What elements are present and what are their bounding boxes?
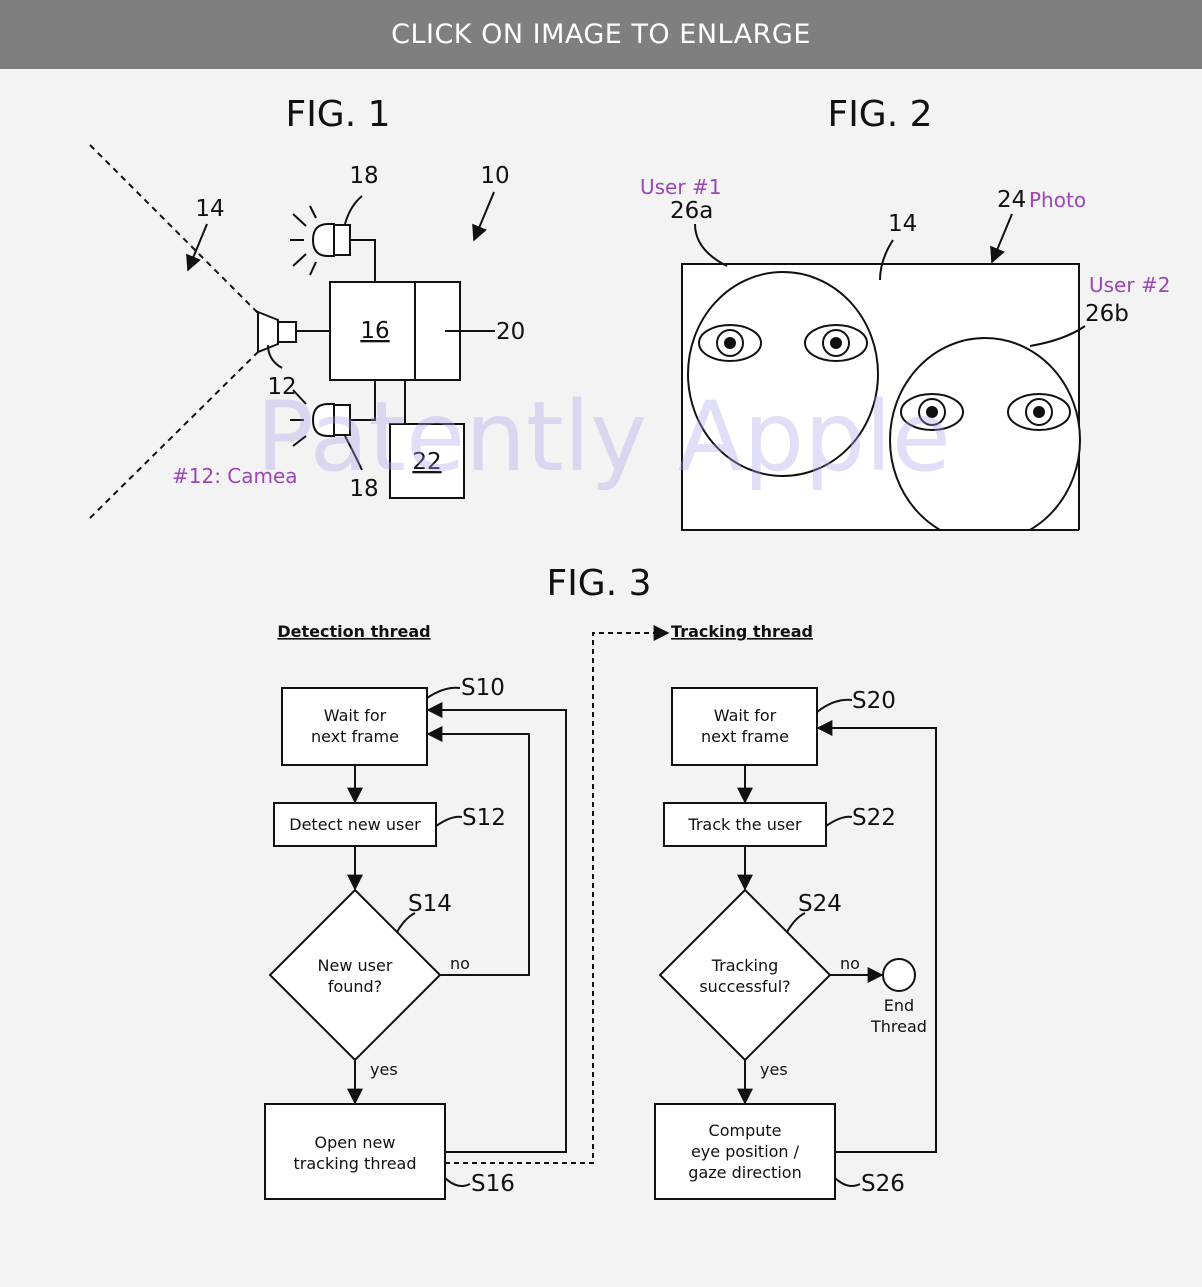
s20-id: S20 xyxy=(852,688,896,714)
watermark: Patently Apple xyxy=(256,381,951,493)
s26-box xyxy=(654,1103,836,1200)
s12-label: Detect new user xyxy=(289,815,421,834)
ref-22: 22 xyxy=(412,449,441,475)
bottom-illuminator-icon xyxy=(290,389,351,447)
s20-line1: Wait for xyxy=(714,706,777,725)
s24-no: no xyxy=(840,954,860,973)
storage-box xyxy=(389,423,465,499)
fov-upper-line xyxy=(89,144,259,314)
s24-id: S24 xyxy=(798,891,842,917)
user1-face xyxy=(687,271,879,477)
ref-26b: 26b xyxy=(1085,301,1129,327)
s26-line1: Compute xyxy=(709,1121,782,1140)
s16-line1: Open new xyxy=(315,1133,396,1152)
user2-annotation: User #2 xyxy=(1089,273,1170,297)
ref-10: 10 xyxy=(480,163,509,189)
fig1: FIG. 1 16 20 18 xyxy=(89,94,525,519)
ref-18-bottom: 18 xyxy=(349,476,378,502)
end-thread-node xyxy=(882,958,916,992)
s24-line1: Tracking xyxy=(711,956,779,975)
s26-line3: gaze direction xyxy=(688,1163,801,1182)
s12-id: S12 xyxy=(462,805,506,831)
s26-id: S26 xyxy=(861,1171,905,1197)
s10-line2: next frame xyxy=(311,727,399,746)
s10-id: S10 xyxy=(461,675,505,701)
s26-line2: eye position / xyxy=(691,1142,800,1161)
fov-lower-line xyxy=(89,351,259,519)
fig3: FIG. 3 Detection thread Wait for next fr… xyxy=(264,563,937,1200)
s16-box xyxy=(264,1103,446,1200)
ref-18-top: 18 xyxy=(349,163,378,189)
tracking-heading: Tracking thread xyxy=(671,622,813,641)
detection-heading: Detection thread xyxy=(277,622,430,641)
s14-line2: found? xyxy=(328,977,382,996)
ref-20: 20 xyxy=(496,319,525,345)
s22-id: S22 xyxy=(852,805,896,831)
ref-26a: 26a xyxy=(670,198,713,224)
user2-left-eye-icon xyxy=(900,393,964,431)
user2-right-eye-icon xyxy=(1007,393,1071,431)
user1-right-eye-icon xyxy=(804,324,868,362)
user1-annotation: User #1 xyxy=(640,175,721,199)
s14-id: S14 xyxy=(408,891,452,917)
s14-no: no xyxy=(450,954,470,973)
s16-id: S16 xyxy=(471,1171,515,1197)
user1-left-eye-icon xyxy=(698,324,762,362)
s24-yes: yes xyxy=(760,1060,788,1079)
s10-box xyxy=(281,687,428,766)
top-illuminator-icon xyxy=(290,205,351,276)
end-line1: End xyxy=(884,996,914,1015)
end-line2: Thread xyxy=(870,1017,927,1036)
photo-annotation: Photo xyxy=(1029,188,1086,212)
fig2: FIG. 2 User #1 26a xyxy=(640,94,1170,550)
ref-12: 12 xyxy=(267,374,296,400)
s22-box xyxy=(663,802,827,847)
s24-line2: successful? xyxy=(699,977,790,996)
ref-16: 16 xyxy=(360,318,389,344)
enlarge-banner[interactable]: CLICK ON IMAGE TO ENLARGE xyxy=(0,0,1202,69)
ref-14-fig1: 14 xyxy=(195,196,224,222)
fig1-title: FIG. 1 xyxy=(285,94,390,135)
s22-label: Track the user xyxy=(687,815,802,834)
s14-line1: New user xyxy=(318,956,393,975)
s10-line1: Wait for xyxy=(324,706,387,725)
ref-24: 24 xyxy=(997,187,1026,213)
s12-box xyxy=(273,802,437,847)
fig2-title: FIG. 2 xyxy=(827,94,932,135)
fig3-title: FIG. 3 xyxy=(546,563,651,604)
ref-14-fig2: 14 xyxy=(888,211,917,237)
enlarge-banner-label: CLICK ON IMAGE TO ENLARGE xyxy=(391,19,811,50)
camera-annotation: #12: Camea xyxy=(172,464,298,488)
s20-line2: next frame xyxy=(701,727,789,746)
s16-line2: tracking thread xyxy=(294,1154,417,1173)
s14-yes: yes xyxy=(370,1060,398,1079)
camera-icon xyxy=(257,310,297,354)
processor-box xyxy=(329,281,461,381)
